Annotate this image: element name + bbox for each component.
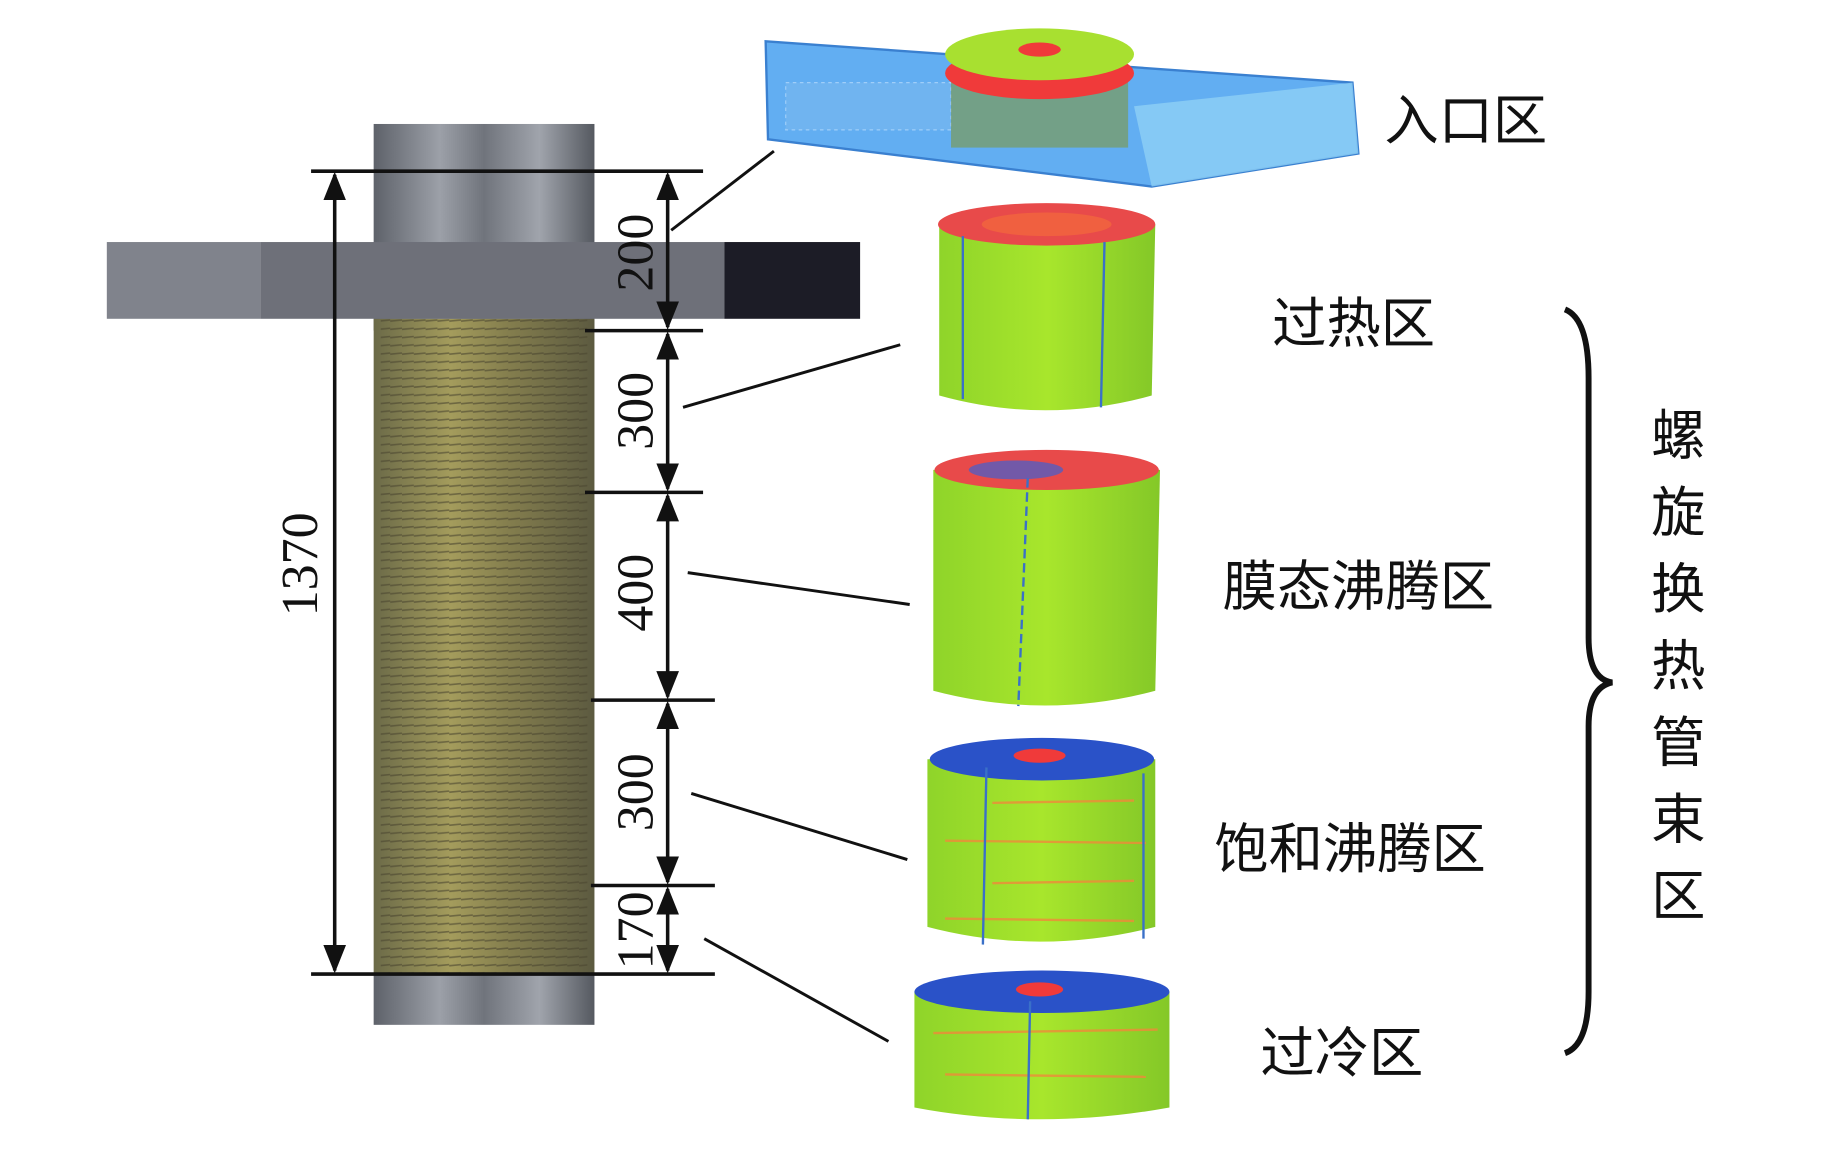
coil-texture [380, 318, 588, 975]
group-label-char: 区 [1651, 865, 1705, 928]
dimension-lines [311, 169, 715, 976]
group-label-char: 热 [1651, 635, 1705, 698]
tube-assembly [106, 123, 861, 1025]
film-boiling-cylinder [933, 449, 1161, 707]
dim-segment-1: 200 [607, 214, 664, 292]
group-label-char: 螺 [1651, 405, 1705, 468]
curly-brace [1563, 306, 1614, 1056]
flange-left [106, 242, 261, 319]
leader-lines [670, 149, 910, 1043]
dim-segment-5: 170 [607, 891, 664, 969]
group-label-char: 换 [1651, 558, 1705, 621]
label-saturated-boiling-zone: 饱和沸腾区 [1214, 818, 1486, 881]
group-label-vertical: 螺 旋 换 热 管 束 区 [1651, 405, 1705, 928]
dim-segment-3: 400 [607, 554, 664, 632]
inlet-zone-model [764, 28, 1360, 188]
dim-total: 1370 [272, 512, 329, 616]
label-inlet-zone: 入口区 [1384, 89, 1547, 152]
flange-right [724, 242, 861, 319]
saturated-boiling-cylinder [927, 737, 1156, 945]
label-subcooled-zone: 过冷区 [1260, 1022, 1423, 1085]
group-label-char: 管 [1651, 712, 1705, 775]
group-label-char: 束 [1651, 788, 1705, 851]
subcooled-cylinder [914, 970, 1170, 1120]
dim-segment-4: 300 [607, 753, 664, 831]
tube-bottom [373, 974, 595, 1025]
label-superheat-zone: 过热区 [1272, 292, 1435, 355]
group-label-char: 旋 [1651, 481, 1705, 544]
label-film-boiling-zone: 膜态沸腾区 [1223, 556, 1495, 619]
superheat-cylinder [938, 203, 1156, 411]
dim-segment-2: 300 [607, 372, 664, 450]
